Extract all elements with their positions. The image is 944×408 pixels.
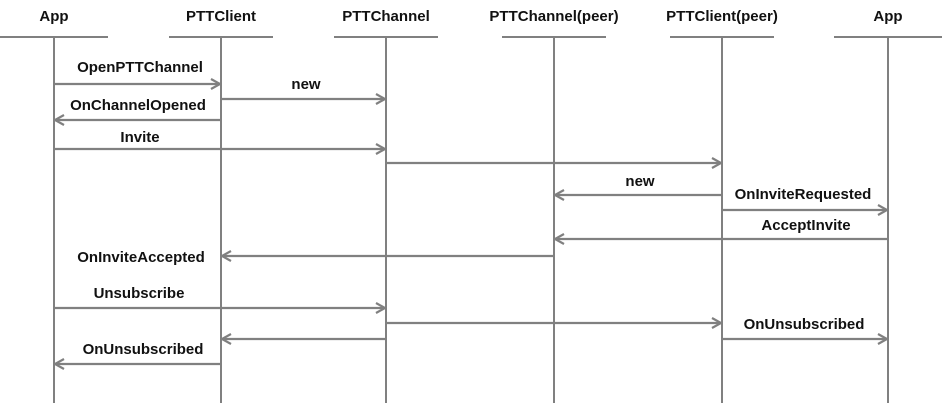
participant-label: App: [39, 8, 68, 25]
message-label: OnInviteRequested: [735, 186, 872, 203]
message-label: OnChannelOpened: [70, 97, 206, 114]
participant-label: PTTChannel(peer): [489, 8, 618, 25]
message-label: OnUnsubscribed: [744, 316, 865, 333]
message: OnInviteAccepted: [77, 249, 554, 266]
message-label: OnUnsubscribed: [83, 341, 204, 358]
message-label: new: [625, 173, 655, 190]
participant-label: PTTClient: [186, 8, 256, 25]
message: OnUnsubscribed: [55, 341, 221, 364]
message-label: AcceptInvite: [761, 217, 850, 234]
message-label: OpenPTTChannel: [77, 59, 203, 76]
message: OnInviteRequested: [722, 186, 887, 210]
message-label: new: [291, 76, 321, 93]
participant-label: PTTClient(peer): [666, 8, 778, 25]
message-label: Invite: [120, 129, 159, 146]
messages: OpenPTTChannelnewOnChannelOpenedInvitene…: [54, 59, 888, 364]
message: Invite: [54, 129, 385, 149]
message: new: [555, 173, 722, 195]
message: OnChannelOpened: [55, 97, 221, 120]
message: Unsubscribe: [54, 285, 385, 308]
message-label: Unsubscribe: [94, 285, 185, 302]
participant-label: PTTChannel: [342, 8, 430, 25]
message: AcceptInvite: [555, 217, 888, 239]
message: OpenPTTChannel: [54, 59, 220, 84]
participant-label: App: [873, 8, 902, 25]
message-label: OnInviteAccepted: [77, 249, 205, 266]
message: OnUnsubscribed: [722, 316, 887, 339]
message: new: [221, 76, 385, 99]
